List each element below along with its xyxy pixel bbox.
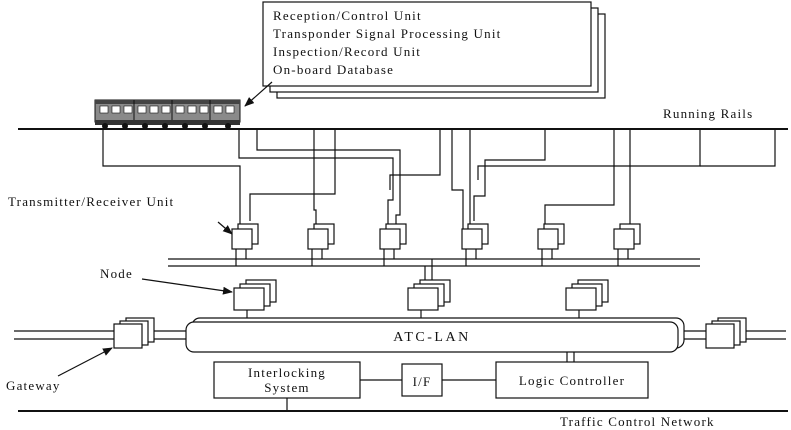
gateway-right <box>706 318 746 348</box>
gateway-arrow <box>58 348 112 376</box>
interlocking-label-1: Interlocking <box>248 365 326 380</box>
onboard-unit-box: Reception/Control Unit Transponder Signa… <box>263 2 605 98</box>
atc-lan-label: ATC-LAN <box>393 330 470 345</box>
transmitter-receiver-label: Transmitter/Receiver Unit <box>8 194 174 209</box>
gateway-label: Gateway <box>6 378 61 393</box>
transmitter-unit-5 <box>538 224 564 249</box>
onboard-line-3: Inspection/Record Unit <box>273 44 421 59</box>
onboard-line-2: Transponder Signal Processing Unit <box>273 26 501 41</box>
onboard-arrow <box>245 82 272 106</box>
onboard-line-1: Reception/Control Unit <box>273 8 422 23</box>
interface-label: I/F <box>413 374 432 389</box>
node-arrow <box>142 279 232 292</box>
node-1 <box>234 280 276 318</box>
transmitter-unit-4 <box>462 224 488 249</box>
interlocking-system-box: Interlocking System <box>214 362 360 398</box>
transmitter-unit-2 <box>308 224 334 249</box>
running-rails-label: Running Rails <box>663 106 753 121</box>
onboard-line-4: On-board Database <box>273 62 394 77</box>
transmitter-unit-6 <box>614 224 640 249</box>
nodes <box>234 280 608 318</box>
gateway-left <box>114 318 154 348</box>
transmitter-unit-1 <box>232 224 258 249</box>
node-label: Node <box>100 266 133 281</box>
transmitter-units <box>232 224 640 249</box>
train-icon <box>95 100 240 129</box>
transmitter-unit-3 <box>380 224 406 249</box>
logic-controller-box: Logic Controller <box>496 362 648 398</box>
transmitter-arrow <box>218 222 232 234</box>
interface-box: I/F <box>402 364 442 396</box>
traffic-control-label: Traffic Control Network <box>560 414 715 429</box>
node-2 <box>408 280 450 318</box>
interlocking-label-2: System <box>264 380 309 395</box>
rail-connection-lines <box>103 129 775 232</box>
logic-controller-label: Logic Controller <box>519 373 625 388</box>
node-3 <box>566 280 608 318</box>
